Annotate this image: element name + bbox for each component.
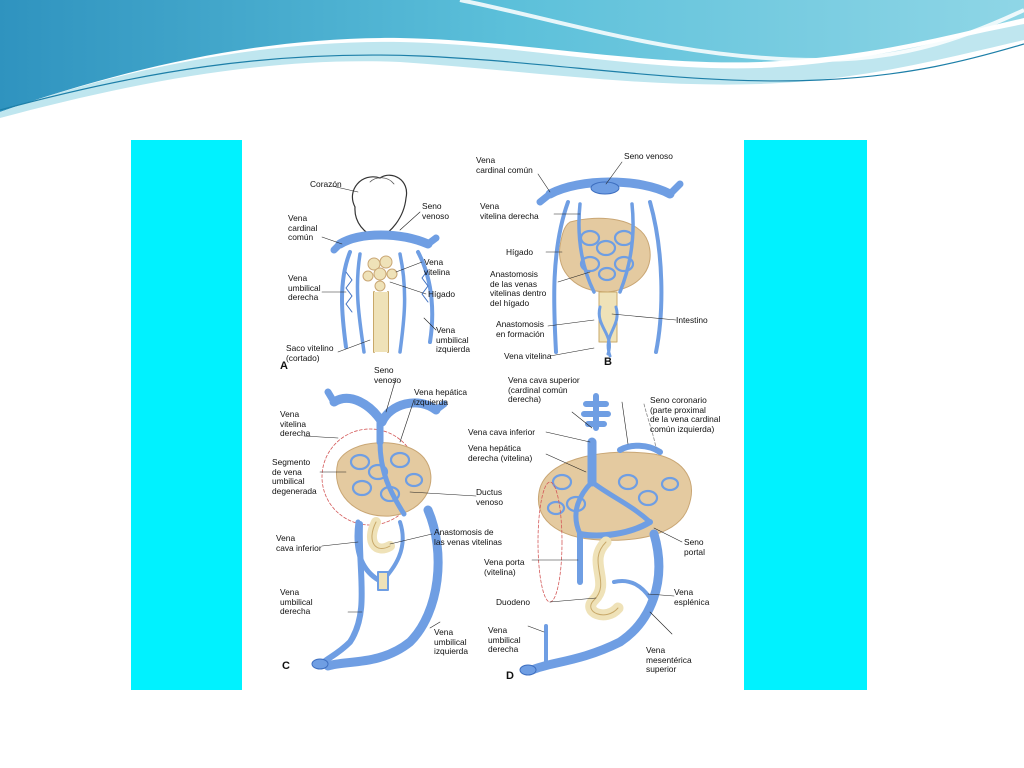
label-c-hepatic-left: Vena hepática izquierda <box>414 387 468 407</box>
panel-a-drawing <box>330 174 440 354</box>
label-d-umbilical-right: Vena umbilical derecha <box>488 625 521 654</box>
label-c-ivc: Vena cava inferior <box>276 533 322 553</box>
d-duodenum <box>585 536 624 621</box>
label-d-ivc: Vena cava inferior <box>468 427 536 437</box>
a-liver-cords <box>362 255 398 292</box>
label-a-liver: Hígado <box>428 289 456 299</box>
panel-b-drawing <box>536 177 684 358</box>
label-d-splenic: Vena esplénica <box>674 587 710 607</box>
label-a-umbilical-left: Vena umbilical izquierda <box>436 325 470 354</box>
label-b-sinus: Seno venoso <box>624 151 673 161</box>
label-b-vitelline-right: Vena vitelina derecha <box>480 201 539 221</box>
label-c-sinus: Seno venoso <box>374 365 402 385</box>
c-liver-mesh <box>349 451 424 503</box>
label-a-yolk-sac: Saco vitelino (cortado) <box>286 343 334 363</box>
d-coronary-sinus <box>617 442 663 455</box>
left-cyan-bar <box>131 140 242 690</box>
panel-letter-c: C <box>282 660 290 672</box>
c-umbilical-right <box>321 521 365 665</box>
label-b-intestine: Intestino <box>676 315 708 325</box>
d-svc <box>581 393 611 431</box>
d-portal-sinus <box>577 519 653 539</box>
d-liver-mesh <box>546 473 680 516</box>
label-d-mesenteric: Vena mesentérica superior <box>646 645 692 674</box>
label-c-ductus: Ductus venoso <box>476 487 504 507</box>
label-b-liver: Hígado <box>506 247 534 257</box>
label-b-cardinal: Vena cardinal común <box>476 155 533 175</box>
heart-shape <box>351 174 408 239</box>
label-b-anastomosis-forming: Anastomosis en formación <box>496 319 545 339</box>
c-umbilical-left <box>323 505 443 671</box>
panel-letter-a: A <box>280 360 288 372</box>
label-d-svc: Vena cava superior (cardinal común derec… <box>508 375 580 404</box>
panel-letter-b: B <box>604 356 612 368</box>
venous-development-figure: Corazón Seno venoso Vena cardinal común … <box>250 142 742 688</box>
b-anastomosis-mesh <box>579 229 635 282</box>
label-a-vitelline: Vena vitelina <box>424 257 451 277</box>
c-ductus <box>377 439 407 517</box>
leader-lines <box>303 161 683 635</box>
a-sinus-venosus <box>335 230 433 249</box>
label-d-hepatic-right: Vena hepática derecha (vitelina) <box>468 443 533 463</box>
right-cyan-bar <box>744 140 867 690</box>
panel-c-drawing <box>311 388 448 671</box>
label-d-duodenum: Duodeno <box>496 597 530 607</box>
label-b-anastomosis-liver: Anastomosis de las venas vitelinas dentr… <box>490 269 547 308</box>
d-mesenteric <box>527 529 664 675</box>
label-d-portal-sinus: Seno portal <box>684 537 705 557</box>
label-a-sinus: Seno venoso <box>422 201 450 221</box>
label-a-heart: Corazón <box>310 179 342 189</box>
label-a-umbilical-right: Vena umbilical derecha <box>288 273 321 302</box>
panel-letter-d: D <box>506 670 514 682</box>
label-b-vitelline: Vena vitelina <box>504 351 552 361</box>
a-umbilical-right <box>340 250 352 349</box>
d-splenic <box>612 579 652 600</box>
label-a-cardinal: Vena cardinal común <box>288 213 318 242</box>
figure-drawing <box>303 161 692 676</box>
a-umbilical-left <box>416 250 435 344</box>
label-c-anastomosis: Anastomosis de las venas vitelinas <box>434 527 502 547</box>
label-d-portal-vein: Vena porta (vitelina) <box>484 557 525 577</box>
label-c-umbilical-left: Vena umbilical izquierda <box>434 627 468 656</box>
wave-header-decoration <box>0 0 1024 118</box>
label-d-coronary: Seno coronario (parte proximal de la ven… <box>650 395 721 434</box>
label-c-umbilical-right: Vena umbilical derecha <box>280 587 313 616</box>
panel-d-drawing <box>519 393 692 676</box>
label-c-vitelline-right: Vena vitelina derecha <box>280 409 311 438</box>
label-c-umbilical-segment: Segmento de vena umbilical degenerada <box>272 457 317 496</box>
